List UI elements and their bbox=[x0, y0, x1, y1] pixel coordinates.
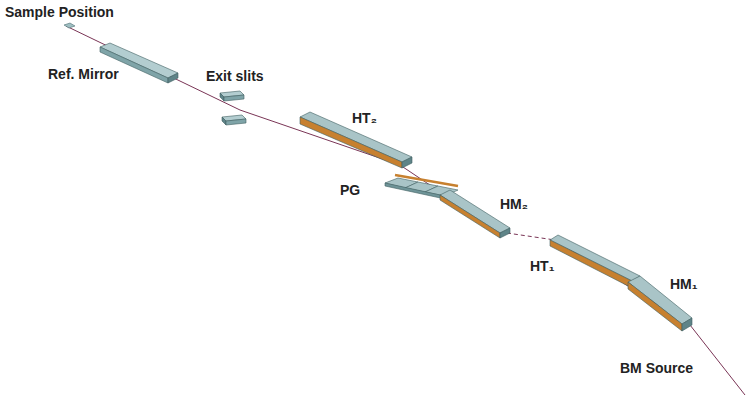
part-label: Ref. Mirror bbox=[48, 66, 119, 82]
exit-slits bbox=[220, 91, 246, 125]
mirror bbox=[440, 190, 510, 238]
part-label: HM₁ bbox=[670, 276, 698, 292]
toroidal-mirror bbox=[550, 235, 640, 288]
part-label: HT₁ bbox=[530, 258, 554, 274]
part-label: PG bbox=[340, 182, 360, 198]
part-label: Sample Position bbox=[5, 4, 114, 20]
part-label: HM₂ bbox=[500, 196, 528, 212]
part-label: BM Source bbox=[620, 360, 693, 376]
part-label: Exit slits bbox=[206, 68, 264, 84]
beam-line bbox=[66, 26, 500, 232]
sample-marker bbox=[64, 23, 75, 28]
part-label: HT₂ bbox=[352, 110, 377, 126]
